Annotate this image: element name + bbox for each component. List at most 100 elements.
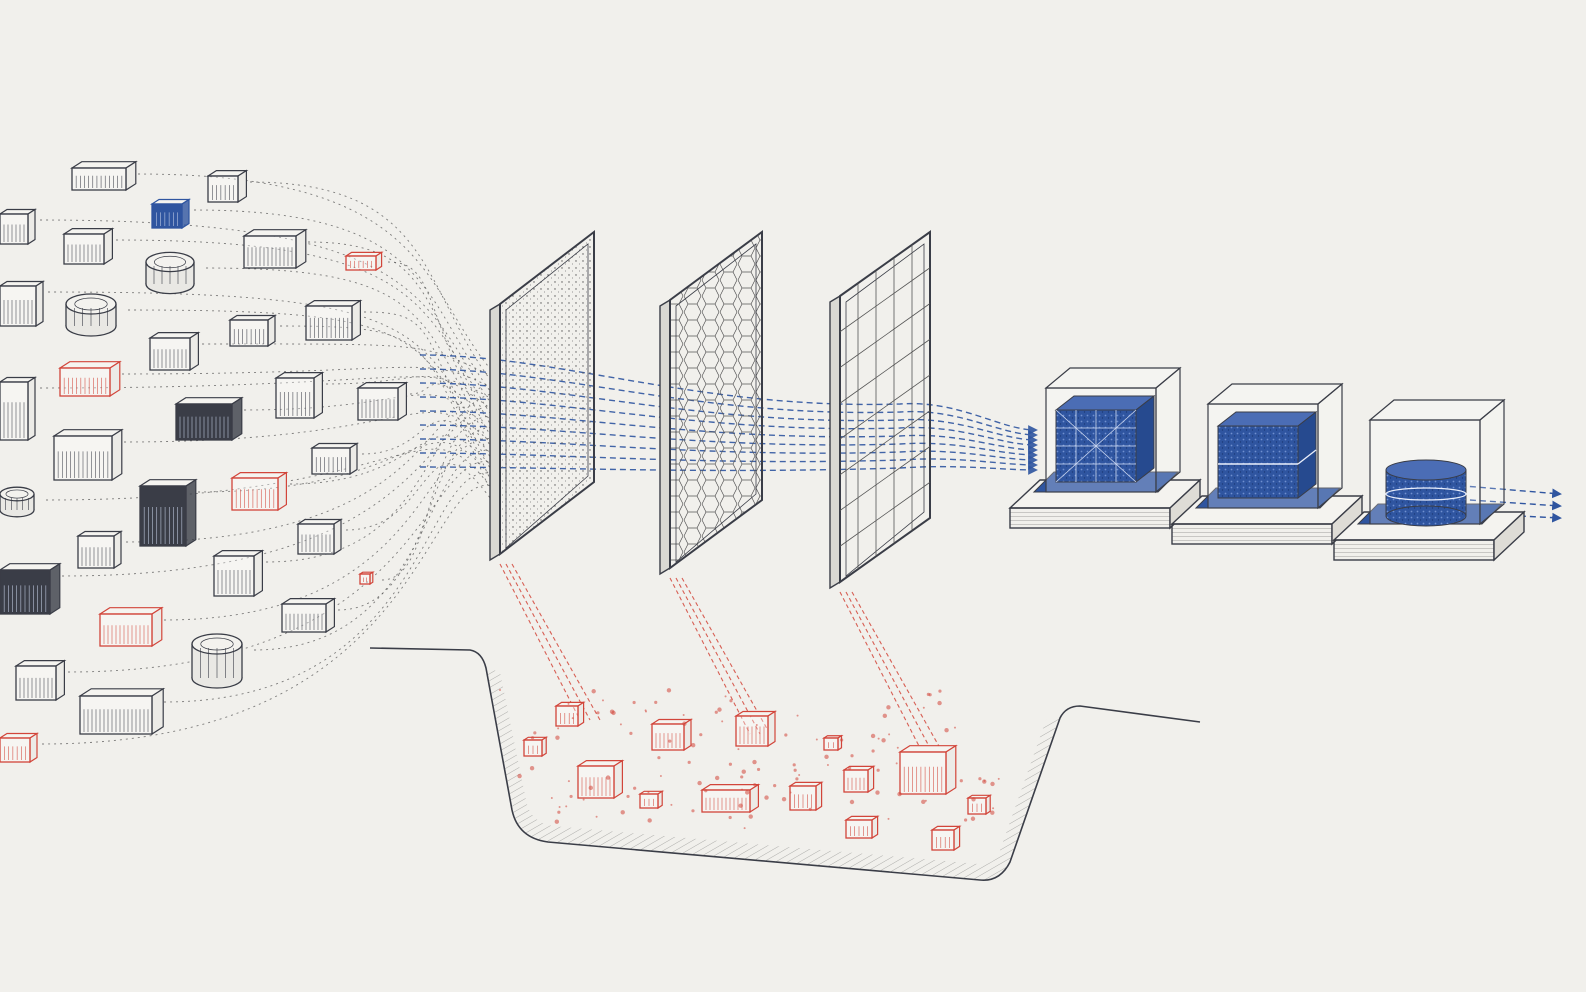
rejected-flow-arrow bbox=[839, 591, 921, 749]
rejected-particle bbox=[530, 736, 535, 740]
rejected-item bbox=[637, 790, 665, 810]
rejected-particle bbox=[781, 796, 787, 802]
data-item-box bbox=[0, 562, 62, 616]
rejected-particle bbox=[647, 791, 650, 794]
rejected-particle bbox=[990, 781, 995, 787]
rejected-particle bbox=[764, 795, 769, 800]
data-item-box bbox=[295, 518, 344, 556]
rejected-particle bbox=[870, 733, 876, 739]
rejected-particle bbox=[882, 713, 888, 719]
rejected-particle bbox=[633, 786, 637, 790]
data-item-box bbox=[77, 687, 166, 736]
flow-line bbox=[387, 261, 501, 453]
flow-line bbox=[337, 427, 501, 611]
rejected-particle bbox=[714, 775, 720, 781]
flow-line bbox=[289, 435, 501, 485]
rejected-particle bbox=[557, 727, 560, 730]
rejected-item bbox=[649, 718, 694, 752]
rejected-particle bbox=[978, 777, 982, 781]
rejected-item bbox=[521, 736, 549, 758]
data-item-box bbox=[51, 428, 124, 482]
flow-line bbox=[345, 463, 501, 531]
flow-line bbox=[115, 239, 501, 429]
filter-cellular-mesh bbox=[659, 230, 763, 576]
data-item-cylinder bbox=[0, 486, 35, 518]
rejected-particle bbox=[808, 807, 812, 811]
rejected-particle bbox=[582, 798, 585, 801]
rejected-particle bbox=[659, 775, 662, 778]
rejected-particle bbox=[871, 749, 875, 753]
rejected-particle bbox=[533, 731, 537, 735]
rejected-particle bbox=[815, 738, 818, 741]
data-item-box bbox=[357, 571, 375, 586]
reject-pit bbox=[369, 647, 1201, 881]
rejected-particle bbox=[741, 769, 746, 774]
rejected-particle bbox=[690, 743, 696, 748]
rejected-flow-arrow bbox=[511, 563, 601, 721]
rejected-particle bbox=[743, 827, 746, 830]
rejected-particle bbox=[647, 818, 652, 823]
incoming-flow-lines bbox=[39, 173, 501, 745]
rejected-particle bbox=[897, 791, 902, 797]
rejected-particle bbox=[657, 756, 661, 760]
rejected-particle bbox=[959, 779, 963, 783]
data-item-box bbox=[355, 381, 409, 422]
rejected-particle bbox=[567, 780, 570, 783]
rejected-flow-arrow bbox=[505, 563, 591, 721]
rejected-item bbox=[897, 744, 958, 796]
data-item-box bbox=[303, 299, 363, 342]
rejected-particle bbox=[773, 784, 777, 788]
rejected-particle bbox=[795, 777, 799, 781]
rejected-particle bbox=[588, 785, 594, 791]
data-item-box bbox=[309, 442, 360, 476]
rejected-flow-arrow bbox=[675, 577, 761, 735]
rejected-particle bbox=[728, 762, 733, 766]
rejected-particle bbox=[970, 816, 976, 821]
data-item-box bbox=[57, 360, 122, 398]
flow-line bbox=[279, 325, 501, 513]
rejected-particle bbox=[724, 695, 727, 698]
rejected-particle bbox=[737, 748, 740, 751]
data-item-box bbox=[0, 208, 38, 246]
data-item-box bbox=[75, 530, 124, 570]
rejected-particle bbox=[596, 711, 600, 715]
rejected-particle bbox=[848, 766, 852, 770]
rejected-particle bbox=[668, 739, 672, 743]
rejected-particle bbox=[753, 783, 757, 787]
flow-line bbox=[325, 375, 501, 417]
flow-line bbox=[163, 438, 501, 621]
data-item-box bbox=[0, 280, 46, 328]
rejected-particle bbox=[997, 777, 1000, 780]
data-item-cylinder bbox=[145, 251, 195, 295]
data-item-box bbox=[0, 732, 40, 764]
flow-line bbox=[193, 209, 501, 405]
output-cube-grid bbox=[1008, 366, 1202, 530]
rejected-particle bbox=[569, 794, 573, 799]
data-item-box bbox=[273, 371, 325, 420]
rejected-particle bbox=[558, 806, 561, 809]
rejected-flow-arrow bbox=[851, 591, 941, 749]
flow-line bbox=[249, 181, 501, 393]
rejected-particle bbox=[632, 700, 636, 705]
rejected-particle bbox=[567, 702, 570, 705]
rejected-items bbox=[499, 688, 1000, 852]
flow-line bbox=[363, 311, 501, 501]
rejected-particle bbox=[982, 779, 987, 784]
rejected-particle bbox=[644, 709, 647, 712]
data-item-box bbox=[69, 160, 138, 192]
rejected-particle bbox=[738, 803, 743, 808]
flow-line bbox=[201, 343, 501, 381]
rejected-particle bbox=[922, 706, 925, 709]
data-item-box bbox=[205, 169, 249, 204]
rejected-particle bbox=[937, 700, 942, 706]
rejected-item bbox=[929, 825, 962, 852]
rejected-item bbox=[733, 710, 778, 748]
rejected-particle bbox=[717, 707, 722, 712]
rejected-particle bbox=[798, 773, 801, 776]
rejected-particle bbox=[704, 789, 708, 793]
rejected-item bbox=[821, 734, 844, 752]
rejected-particle bbox=[740, 775, 744, 779]
flow-line bbox=[307, 241, 501, 441]
rejected-particle bbox=[793, 768, 797, 772]
rejected-item bbox=[553, 701, 586, 728]
